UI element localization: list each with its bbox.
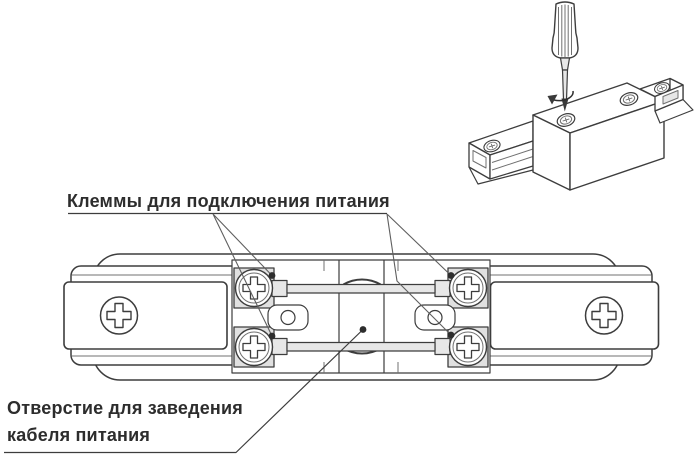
track-rail-left xyxy=(468,120,534,185)
hole-label-underline-and-leader xyxy=(4,329,364,454)
rotation-arrow-head-icon xyxy=(547,94,558,105)
callout-cable-hole xyxy=(4,326,367,454)
screwdriver-shaft xyxy=(561,69,569,101)
rail-end-slot xyxy=(472,150,487,169)
track-profile-lines xyxy=(72,274,651,357)
rail-base-flange xyxy=(468,166,534,185)
terminal-point-dot xyxy=(447,272,455,279)
installation-illustration xyxy=(468,1,694,191)
terminal-screw-bottom-right xyxy=(448,327,488,367)
screwdriver xyxy=(547,1,579,112)
callout-terminals xyxy=(68,212,455,340)
screwdriver-ferrule xyxy=(559,57,571,71)
housing-divider-lines xyxy=(338,260,385,373)
end-cap-right xyxy=(489,281,660,350)
box-front-face xyxy=(569,100,665,191)
label-power-terminals: Клеммы для подключения питания xyxy=(67,191,390,211)
track-rail-right xyxy=(639,77,694,124)
track-connector-top-view xyxy=(63,253,660,381)
terminal-point-dot xyxy=(268,272,276,279)
label-cable-entry-hole: Отверстие для заведения кабеля питания xyxy=(7,395,243,449)
cap-screw-right xyxy=(584,296,624,335)
end-cap-left xyxy=(63,281,228,350)
terminals-leader-lines xyxy=(212,213,452,337)
busbar-bottom xyxy=(271,337,451,356)
terminal-screw-top-right xyxy=(448,268,488,308)
terminal-point-dot xyxy=(268,332,276,340)
housing-notches xyxy=(323,260,399,373)
terminal-screw-top-left xyxy=(234,268,274,308)
slot-right xyxy=(414,304,456,331)
label-cable-entry-hole-line1: Отверстие для заведения xyxy=(7,398,243,418)
rotation-arrow-icon xyxy=(553,90,574,102)
busbar-top xyxy=(271,279,451,298)
terminal-screw-bottom-left xyxy=(234,327,274,367)
slot-left xyxy=(267,304,309,331)
label-cable-entry-hole-line2: кабеля питания xyxy=(7,425,151,445)
screwdriver-tip xyxy=(561,98,569,112)
hole-point-dot xyxy=(359,326,367,333)
terminal-point-dot xyxy=(447,331,455,339)
rail-groove-lines xyxy=(491,148,534,171)
cap-screw-left xyxy=(99,296,139,335)
rail-slot-right xyxy=(662,90,679,105)
connector-box xyxy=(532,82,665,191)
handle-hatch-lines xyxy=(558,4,572,57)
